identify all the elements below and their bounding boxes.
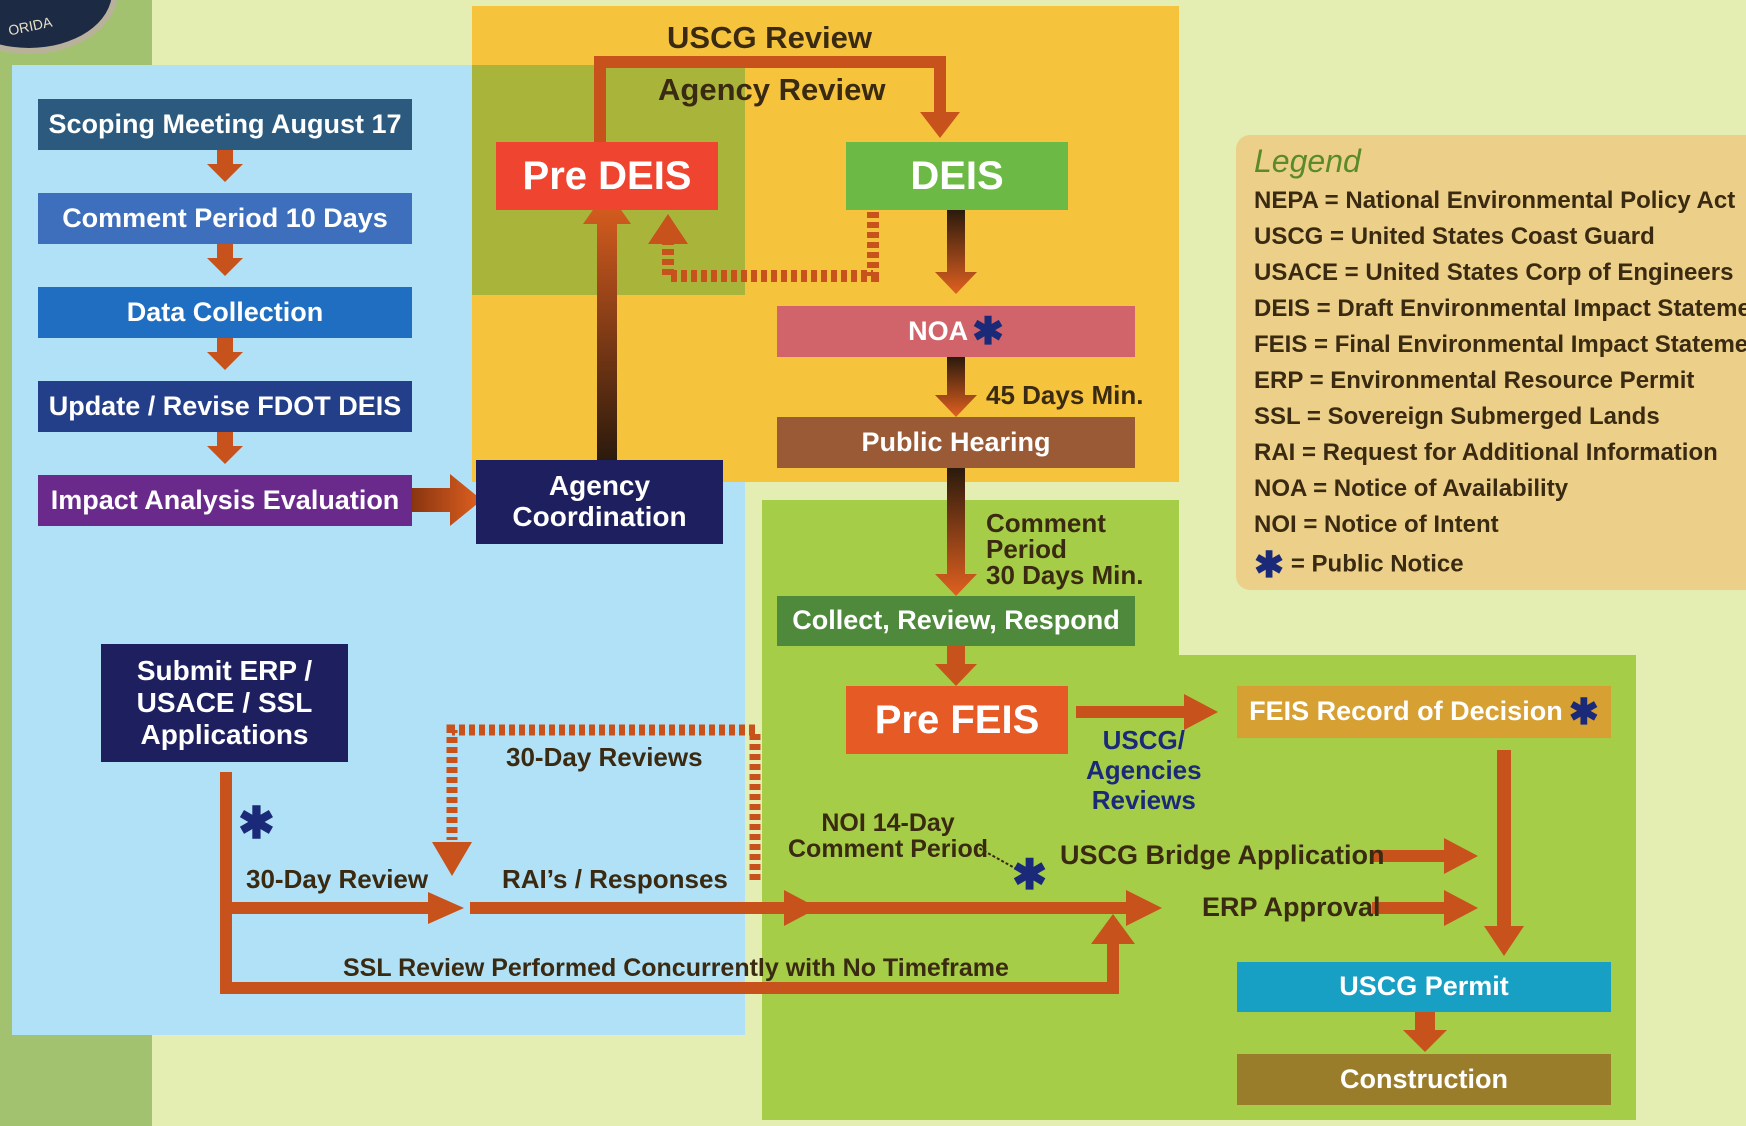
public-hearing-box: Public Hearing bbox=[777, 417, 1135, 468]
legend-item: ERP = Environmental Resource Permit bbox=[1254, 367, 1695, 394]
agency-line1: Agency bbox=[548, 470, 651, 502]
noa-label: NOA bbox=[908, 315, 969, 346]
comment-period-label: Comment Period 30 Days Min. bbox=[986, 510, 1144, 588]
legend-item: RAI = Request for Additional Information bbox=[1254, 439, 1718, 466]
legend-item: USCG = United States Coast Guard bbox=[1254, 223, 1655, 250]
comment-period-box: Comment Period 10 Days bbox=[38, 193, 412, 244]
erp-approval-label: ERP Approval bbox=[1202, 892, 1381, 922]
uscg-review-label: USCG Review bbox=[667, 20, 873, 55]
noi-label: NOI 14-Day Comment Period bbox=[788, 810, 988, 863]
noi-line1: NOI 14-Day bbox=[821, 809, 955, 837]
agency-line2: Coordination bbox=[512, 501, 687, 532]
legend-item: NEPA = National Environmental Policy Act bbox=[1254, 187, 1736, 214]
submit-line2: USACE / SSL bbox=[136, 686, 313, 718]
legend-panel: Legend NEPA = National Environmental Pol… bbox=[1236, 135, 1746, 590]
rai-label: RAI’s / Responses bbox=[502, 864, 728, 894]
asterisk-icon: ✱ bbox=[1254, 544, 1285, 585]
pre-feis-box: Pre FEIS bbox=[846, 686, 1068, 754]
legend-item: USACE = United States Corp of Engineers bbox=[1254, 259, 1734, 286]
agency-coordination-box: Agency Coordination bbox=[476, 460, 723, 544]
days45-label: 45 Days Min. bbox=[986, 380, 1144, 410]
bridge-app-label: USCG Bridge Application bbox=[1060, 840, 1385, 870]
noa-box: NOA ✱ bbox=[777, 306, 1135, 357]
legend-item: FEIS = Final Environmental Impact Statem… bbox=[1254, 331, 1746, 358]
pre-deis-box: Pre DEIS bbox=[496, 142, 718, 210]
submit-line1: Submit ERP / bbox=[136, 654, 313, 686]
comment-line2: Period bbox=[986, 534, 1067, 564]
data-collection-box: Data Collection bbox=[38, 287, 412, 338]
collect-review-box: Collect, Review, Respond bbox=[777, 596, 1135, 646]
asterisk-icon: ✱ bbox=[238, 799, 275, 848]
legend-item: NOA = Notice of Availability bbox=[1254, 475, 1569, 502]
uscg-agencies-line1: USCG/ bbox=[1102, 725, 1185, 755]
noi-line2: Comment Period bbox=[788, 835, 989, 864]
comment-line3: 30 Days Min. bbox=[986, 560, 1144, 590]
legend-item: NOI = Notice of Intent bbox=[1254, 511, 1499, 538]
uscg-agencies-line2: Agencies bbox=[1086, 754, 1202, 785]
legend-title: Legend bbox=[1254, 143, 1361, 179]
submit-line3: Applications bbox=[140, 719, 309, 751]
review30-label: 30-Day Review bbox=[246, 864, 429, 894]
seal-text: ORIDA bbox=[6, 13, 54, 39]
legend-item: SSL = Sovereign Submerged Lands bbox=[1254, 403, 1660, 430]
uscg-agencies-line3: Reviews bbox=[1091, 784, 1196, 815]
impact-analysis-box: Impact Analysis Evaluation bbox=[38, 475, 412, 526]
reviews30-label: 30-Day Reviews bbox=[506, 742, 703, 772]
submit-applications-box: Submit ERP / USACE / SSL Applications bbox=[101, 644, 348, 762]
agency-review-label: Agency Review bbox=[658, 72, 886, 107]
comment-line1: Comment bbox=[986, 508, 1106, 538]
scoping-meeting-box: Scoping Meeting August 17 bbox=[38, 99, 412, 150]
update-revise-box: Update / Revise FDOT DEIS bbox=[38, 381, 412, 432]
public-notice-label: = Public Notice bbox=[1290, 550, 1464, 578]
construction-box: Construction bbox=[1237, 1054, 1611, 1105]
legend-item: DEIS = Draft Environmental Impact Statem… bbox=[1254, 295, 1746, 322]
asterisk-icon: ✱ bbox=[1012, 851, 1048, 898]
deis-box: DEIS bbox=[846, 142, 1068, 210]
legend-public-notice: ✱ = Public Notice bbox=[1254, 547, 1464, 583]
feis-rod-box: FEIS Record of Decision ✱ bbox=[1237, 686, 1611, 738]
asterisk-icon: ✱ bbox=[972, 310, 1004, 353]
ssl-review-label: SSL Review Performed Concurrently with N… bbox=[343, 954, 1009, 982]
uscg-agencies-label: USCG/ Agencies Reviews bbox=[1086, 725, 1202, 816]
asterisk-icon: ✱ bbox=[1568, 691, 1599, 732]
feis-rod-label: FEIS Record of Decision bbox=[1249, 696, 1563, 727]
uscg-permit-box: USCG Permit bbox=[1237, 962, 1611, 1012]
